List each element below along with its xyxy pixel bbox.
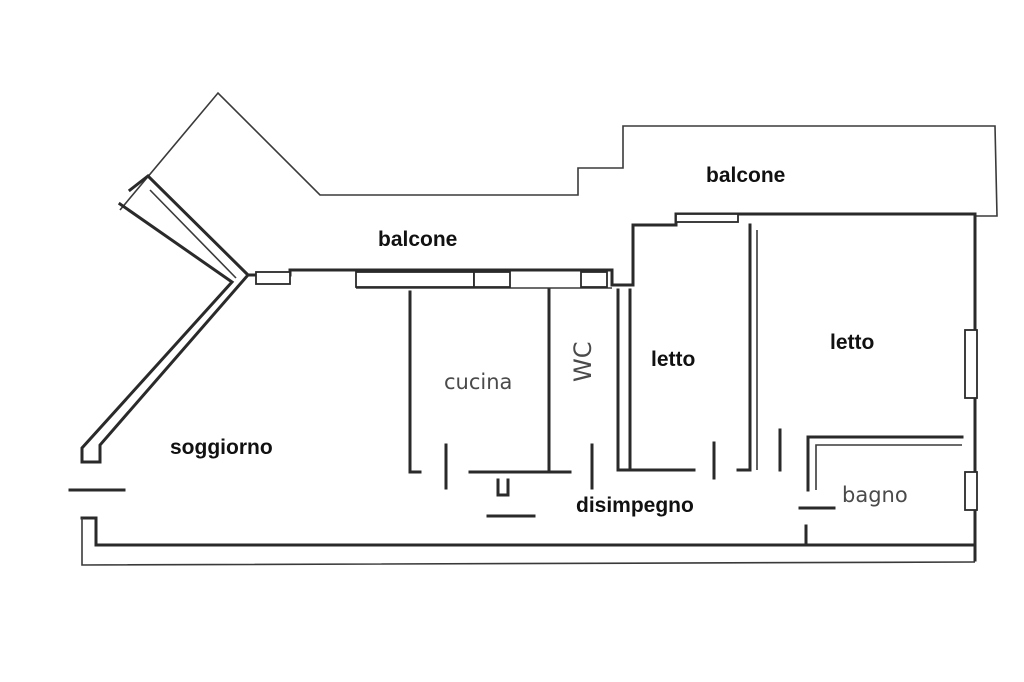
window-balcony-1 xyxy=(255,271,291,285)
wall-bottom-outer xyxy=(81,518,976,566)
wall-bottom xyxy=(80,516,977,547)
room-label-disimpegno: disimpegno xyxy=(576,494,694,517)
room-label-bagno: bagno xyxy=(842,483,908,507)
wall-wc-right xyxy=(616,288,696,472)
room-label-cucina: cucina xyxy=(444,370,513,394)
wall-step xyxy=(610,212,977,287)
window-right-2 xyxy=(964,471,978,511)
window-balcony-2 xyxy=(355,271,475,288)
balcony-upper-outline xyxy=(119,91,998,217)
room-label-balcone-top: balcone xyxy=(706,164,786,187)
wall-bedroom-partition xyxy=(736,223,752,472)
wall-bathroom-inner xyxy=(815,444,962,490)
room-label-balcone-main: balcone xyxy=(378,228,458,251)
wall-bathroom xyxy=(806,435,964,492)
column-marker xyxy=(496,478,510,497)
wall-kitchen-left xyxy=(408,290,422,474)
room-label-letto-1: letto xyxy=(651,348,696,371)
window-right-1 xyxy=(964,329,978,399)
diagonal-wall-outer xyxy=(80,174,251,464)
room-label-letto-2: letto xyxy=(830,331,875,354)
room-label-wc: WC xyxy=(569,341,597,383)
window-balcony-4 xyxy=(580,271,608,288)
window-bedroom-1 xyxy=(675,213,739,223)
room-label-soggiorno: soggiorno xyxy=(170,436,273,459)
diagonal-wall-inner xyxy=(149,189,237,279)
window-balcony-3 xyxy=(473,271,511,288)
